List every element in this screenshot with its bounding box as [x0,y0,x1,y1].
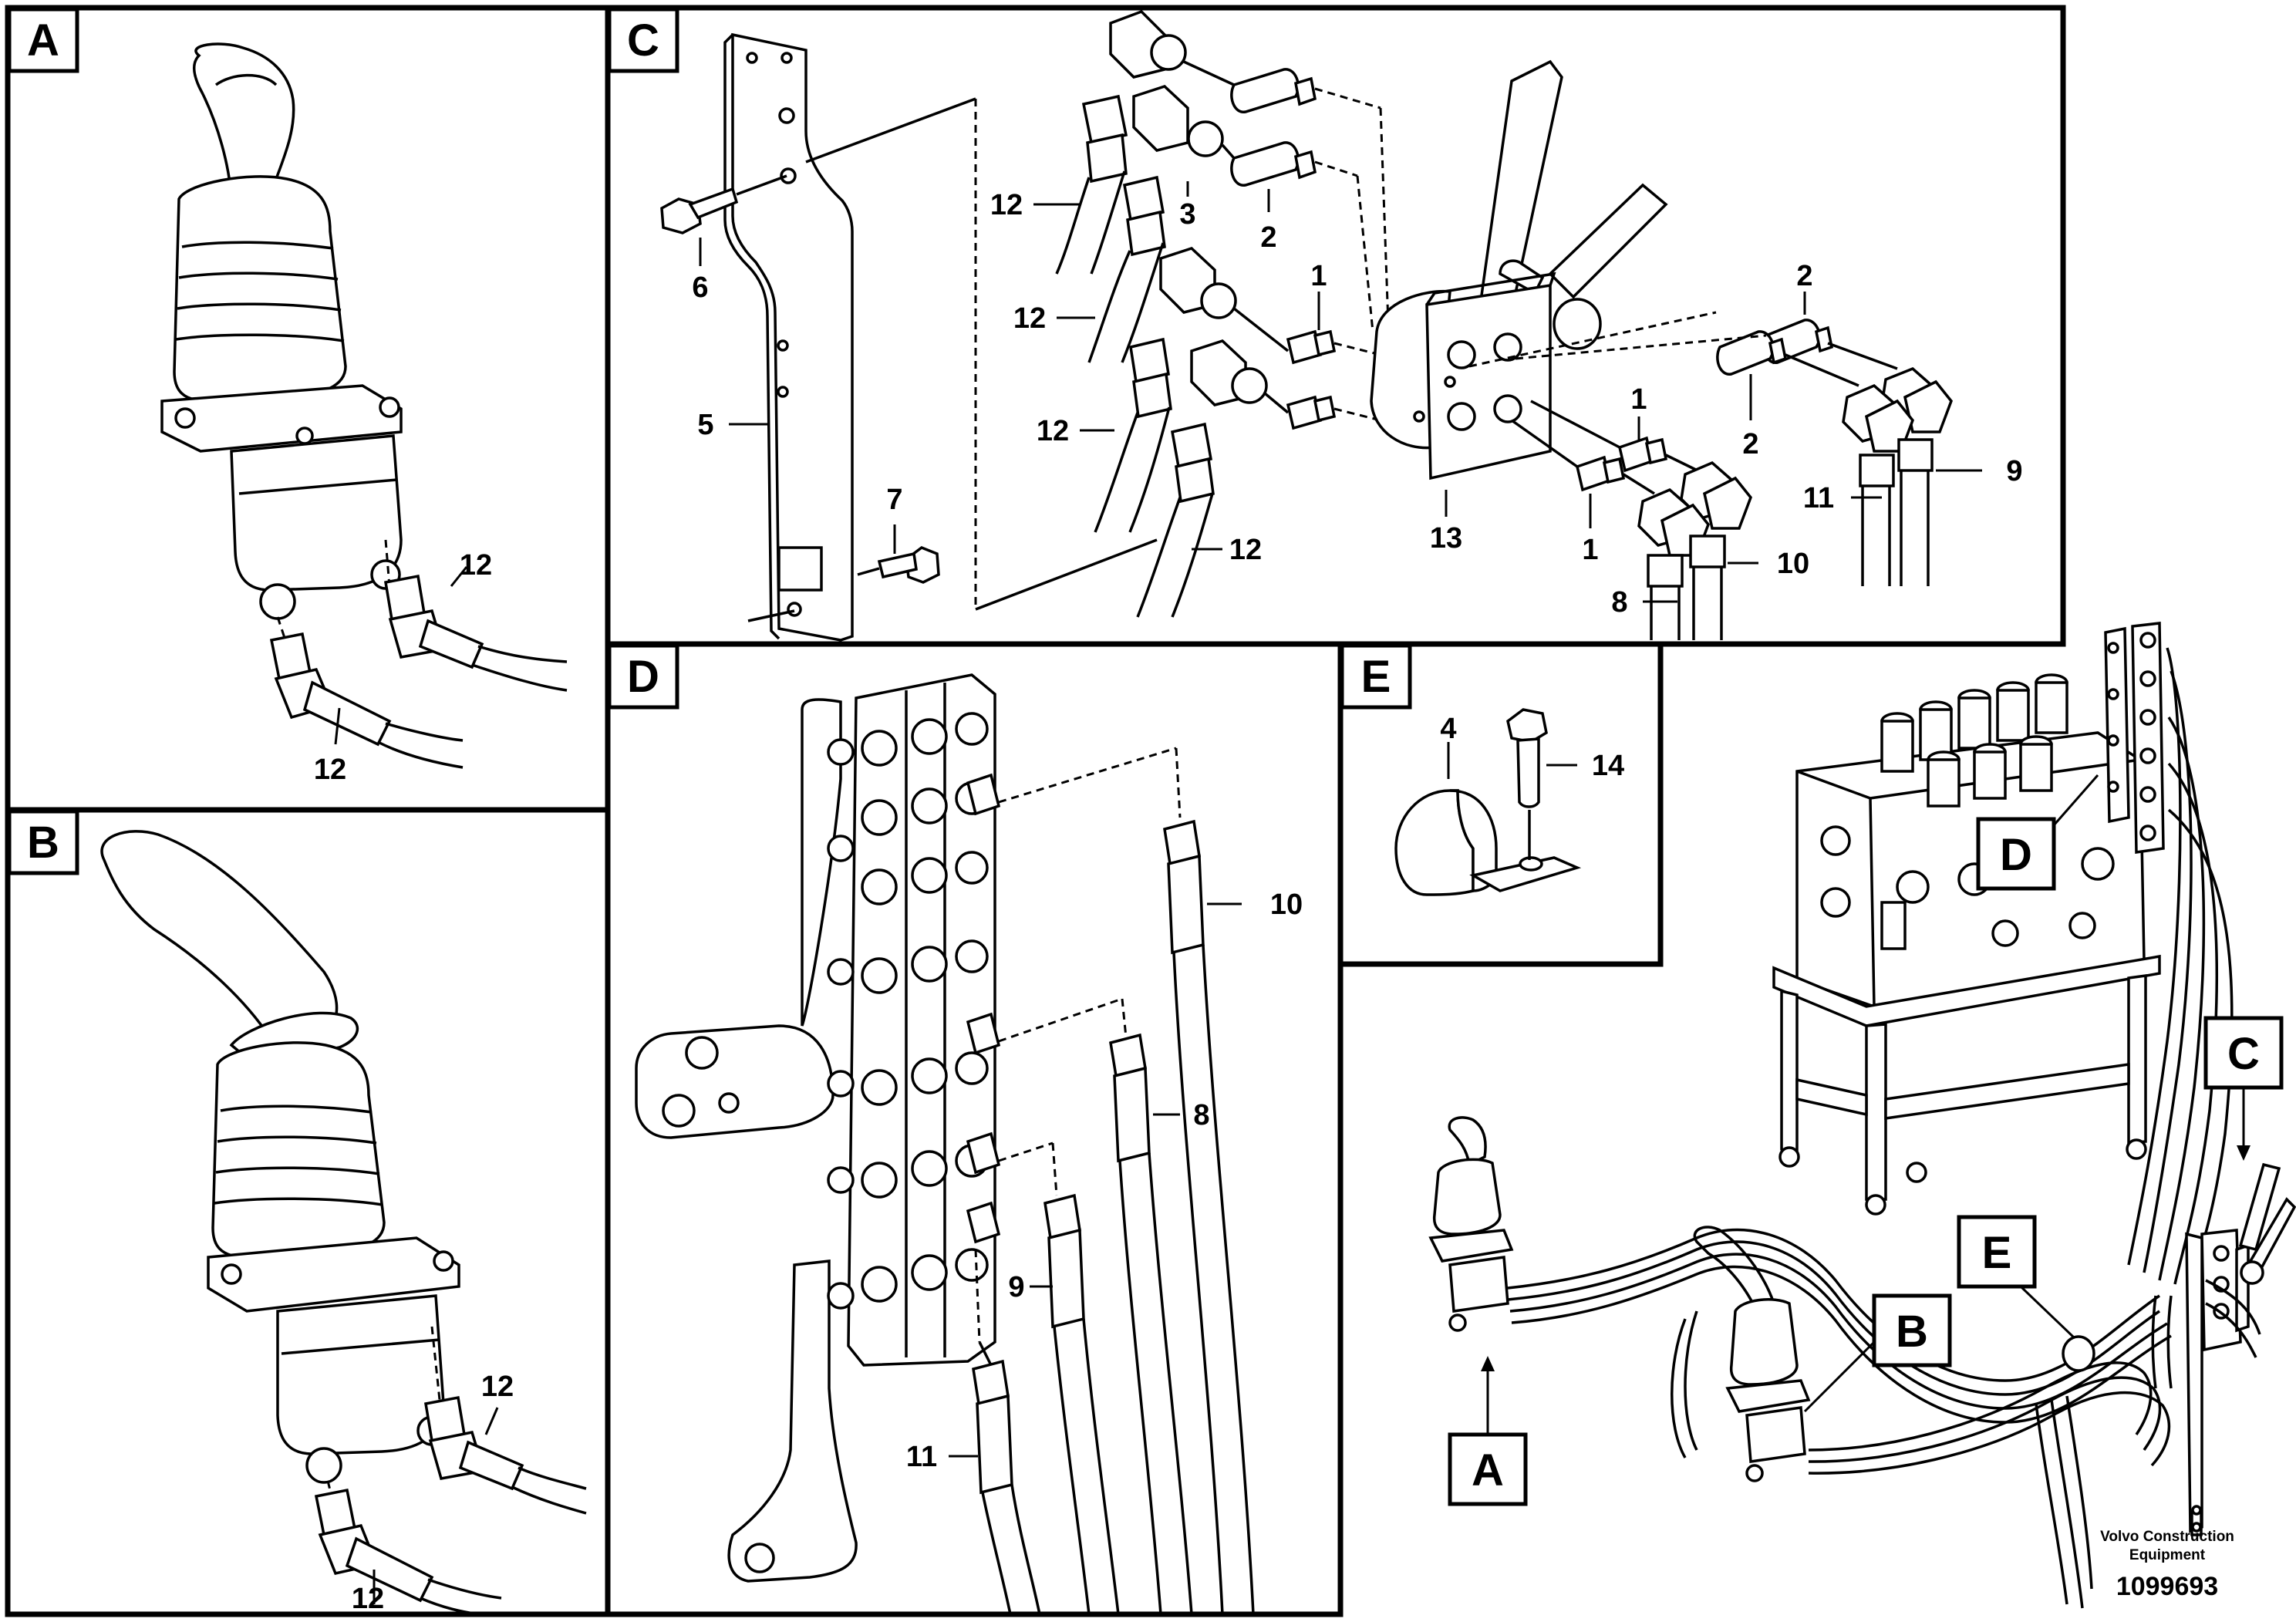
callout-12-mid: 12 [1013,302,1046,335]
panel-e-tag: E [1361,652,1391,702]
overview-joystick-valve [2151,1162,2296,1536]
control-block-13 [1370,59,1668,481]
manifold-bracket [635,698,858,1583]
svg-text:A: A [1472,1445,1504,1496]
callout-11: 11 [906,1441,937,1473]
valve-manifold [827,673,1001,1367]
panel-e: E 4 14 [1337,641,1664,967]
panel-c-tag: C [627,15,659,66]
callout-10: 10 [1777,548,1809,580]
credit-line-1: Volvo Construction [2100,1529,2234,1545]
callout-12-lower: 12 [314,754,346,786]
credit-line-2: Equipment [2129,1547,2206,1563]
hoses-d [972,819,1255,1615]
callout-3: 3 [1179,198,1195,231]
callout-12-upper: 12 [481,1371,514,1403]
overview-manifold [2104,622,2165,855]
overview-joystick-a [1428,1116,1514,1332]
callout-2-right-top: 2 [1796,260,1812,292]
callout-5: 5 [697,409,713,441]
callout-8: 8 [1193,1099,1209,1131]
hoses-right [1637,366,1953,640]
bolt-6 [660,174,787,234]
callout-1-right: 1 [1630,383,1647,416]
svg-text:B: B [1896,1307,1928,1357]
callout-12-low: 12 [1037,415,1069,447]
callout-2-right-bottom: 2 [1742,428,1758,460]
callout-1-bottom: 1 [1582,534,1598,566]
bolt-7 [857,546,940,584]
hose-ends [1055,94,1215,618]
svg-text:C: C [2227,1029,2260,1079]
panel-c: C 6 [605,5,2066,647]
callout-12-lower: 12 [352,1583,384,1615]
hose-assembly-a [269,574,568,769]
panel-d: D [605,641,1344,1617]
overview-tag-d: D [1976,774,2099,891]
bolt-14 [1506,708,1548,860]
callout-6: 6 [692,271,708,304]
overview-assembly: D C E B A [1428,622,2296,1609]
panel-b-tag: B [27,818,59,868]
callout-12-bottom: 12 [1229,534,1262,566]
adapters-1 [1286,329,1337,430]
adapters-right [1575,319,1834,492]
overview-tag-e: E [1957,1215,2076,1340]
overview-tag-a: A [1448,1356,1528,1506]
callout-11: 11 [1803,482,1834,514]
overview-joystick-b [1693,1226,1811,1482]
callout-7: 7 [886,484,902,516]
callout-9: 9 [2006,455,2022,487]
callout-10: 10 [1270,889,1303,921]
valve-spools [1880,673,2068,808]
callout-14: 14 [1592,750,1624,782]
valve-stand [1772,954,2161,1216]
callout-1-top: 1 [1310,260,1327,292]
svg-text:E: E [1982,1228,2012,1278]
callout-2-left: 2 [1260,221,1276,254]
svg-text:D: D [2000,830,2032,880]
main-control-valve [1795,673,2146,1008]
callout-13: 13 [1430,522,1462,555]
callout-8: 8 [1611,586,1627,619]
clamp-4 [1394,789,1582,896]
panel-a: A [5,5,611,813]
adapters-2 [1230,68,1317,187]
joystick-right [100,830,460,1484]
panel-b: B [5,807,611,1617]
elbow-fittings [1109,9,1268,406]
credit-block: Volvo Construction Equipment 1099693 [2100,1529,2234,1601]
overview-tag-b: B [1803,1293,1952,1413]
callout-12-top: 12 [990,189,1023,221]
panel-a-tag: A [27,15,59,66]
overview-tag-c: C [2203,1016,2284,1161]
hose-assembly-b [314,1395,587,1616]
joystick-left [160,42,403,620]
drawing-number: 1099693 [2116,1572,2218,1601]
callout-4: 4 [1440,713,1456,745]
overview-harness [1507,1228,2172,1609]
panel-d-tag: D [627,652,659,702]
callout-9: 9 [1008,1271,1024,1303]
callout-12-upper: 12 [460,549,492,582]
